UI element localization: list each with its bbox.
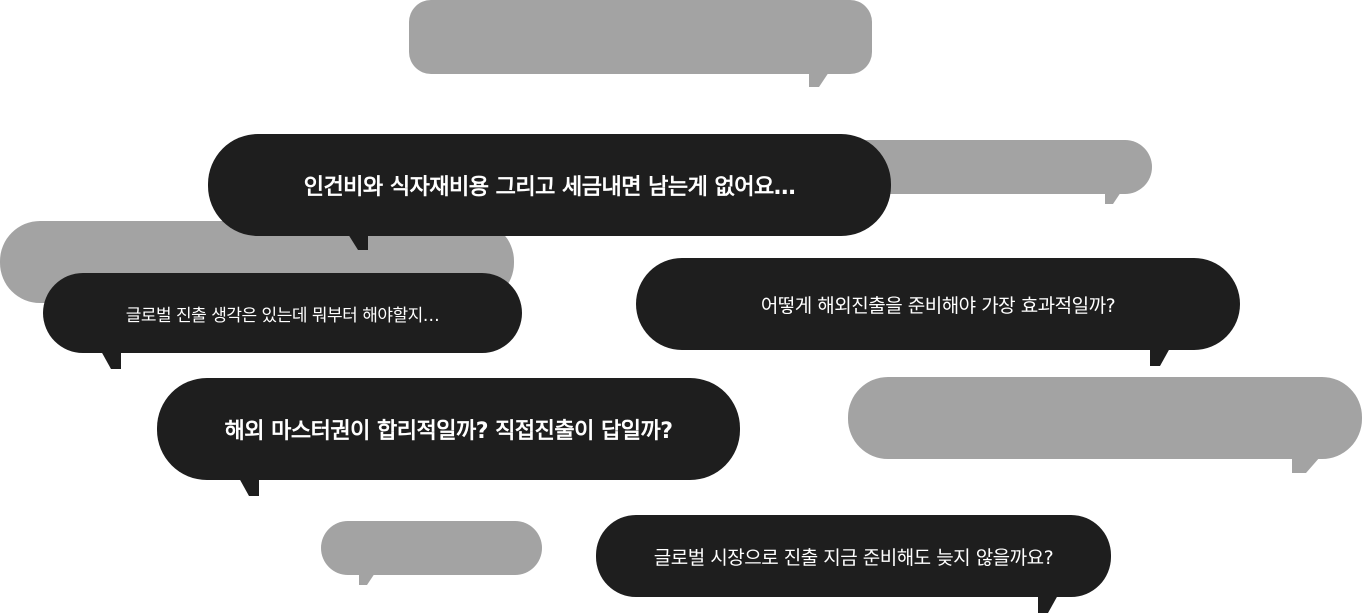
speech-bubble-labor-cost: 인건비와 식자재비용 그리고 세금내면 남는게 없어요… [208, 134, 891, 250]
speech-bubble-text: 글로벌 시장으로 진출 지금 준비해도 늦지 않을까요? [653, 546, 1054, 569]
speech-bubble-master-franchise: 해외 마스터권이 합리적일까? 직접진출이 답일까? [157, 378, 740, 496]
speech-bubble-text: 인건비와 식자재비용 그리고 세금내면 남는게 없어요… [303, 175, 796, 200]
speech-bubble-text: 어떻게 해외진출을 준비해야 가장 효과적일까? [760, 294, 1116, 317]
bubble-tail [101, 351, 121, 369]
bubble-tail [348, 234, 368, 250]
bubble-tail [1292, 457, 1320, 473]
placeholder-speech-bubble [840, 140, 1152, 204]
bubble-tail [1105, 192, 1121, 204]
bubble-tail [1038, 595, 1058, 613]
bubble-tail [809, 72, 829, 87]
bubble-tail [359, 573, 375, 585]
speech-bubble-text: 글로벌 진출 생각은 있는데 뭐부터 해야할지… [125, 305, 440, 326]
bubble-tail [1150, 348, 1170, 366]
speech-bubble-where-to-start: 글로벌 진출 생각은 있는데 뭐부터 해야할지… [43, 273, 522, 369]
speech-bubble-text: 해외 마스터권이 합리적일까? 직접진출이 답일까? [224, 419, 673, 444]
placeholder-speech-bubble [409, 0, 872, 87]
speech-bubble-how-to-prepare: 어떻게 해외진출을 준비해야 가장 효과적일까? [636, 258, 1240, 366]
placeholder-speech-bubble [848, 377, 1362, 473]
bubble-tail [239, 478, 259, 496]
placeholder-speech-bubble [321, 521, 542, 585]
speech-bubble-not-too-late: 글로벌 시장으로 진출 지금 준비해도 늦지 않을까요? [596, 515, 1111, 613]
